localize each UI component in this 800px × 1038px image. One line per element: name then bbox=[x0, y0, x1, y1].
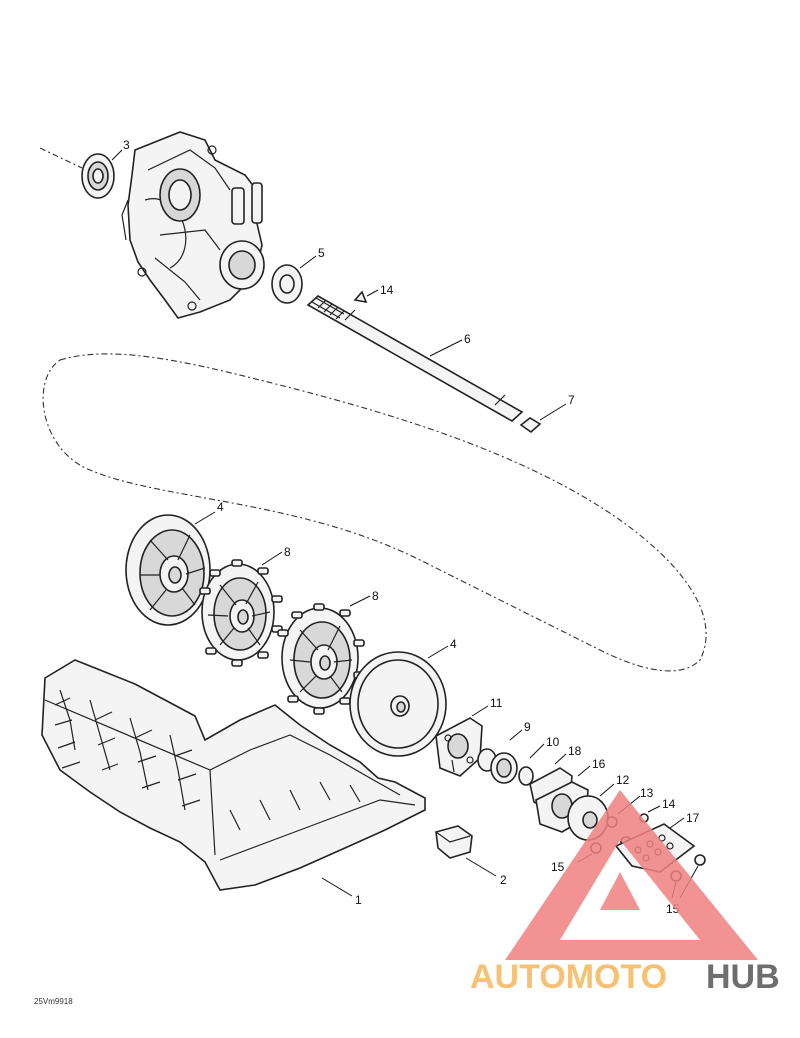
chaincase-housing bbox=[121, 131, 265, 319]
callout-9: 9 bbox=[524, 720, 531, 734]
watermark-text-hub: HUB bbox=[706, 958, 780, 996]
watermark-text-automoto: AUTOMOTO bbox=[470, 958, 667, 996]
drive-wheel-part-4-right bbox=[349, 651, 447, 757]
callout-11: 11 bbox=[490, 696, 503, 710]
callout-8-first: 8 bbox=[284, 545, 291, 559]
callout-15-left: 15 bbox=[551, 860, 565, 874]
drive-wheel-part-4-left bbox=[125, 514, 211, 626]
bearing-part-3 bbox=[39, 147, 115, 199]
key-part-14-top bbox=[353, 290, 368, 304]
ring-part-10 bbox=[518, 766, 534, 786]
bearing-part-9 bbox=[477, 748, 518, 784]
watermark-triangle-icon bbox=[505, 790, 758, 960]
sprocket-part-8-second bbox=[277, 603, 365, 715]
callout-2: 2 bbox=[500, 873, 507, 887]
callout-4-bottom: 4 bbox=[450, 637, 457, 651]
drive-axle-part-6 bbox=[306, 295, 524, 422]
callout-16: 16 bbox=[592, 757, 606, 771]
callout-8-second: 8 bbox=[372, 589, 379, 603]
track-path-outline bbox=[42, 353, 707, 672]
callout-12: 12 bbox=[616, 773, 630, 787]
callout-14-right: 14 bbox=[662, 797, 676, 811]
sprocket-part-8-first bbox=[199, 559, 283, 667]
callout-1: 1 bbox=[355, 893, 362, 907]
track-part-1 bbox=[41, 659, 426, 891]
callout-13: 13 bbox=[640, 786, 654, 800]
watermark-logo: AUTOMOTO HUB bbox=[470, 790, 780, 996]
reference-code: 25Vm9918 bbox=[34, 997, 73, 1006]
callout-4-top: 4 bbox=[217, 500, 224, 514]
clip-part-7 bbox=[519, 417, 542, 434]
bracket-part-2 bbox=[435, 825, 473, 859]
callout-10: 10 bbox=[546, 735, 560, 749]
callout-3: 3 bbox=[123, 138, 130, 152]
bearing-housing-part-11 bbox=[435, 717, 483, 777]
callout-17: 17 bbox=[686, 811, 700, 825]
callout-14-top: 14 bbox=[380, 283, 394, 297]
callout-18: 18 bbox=[568, 744, 582, 758]
seal-part-5 bbox=[271, 264, 303, 304]
callout-7: 7 bbox=[568, 393, 575, 407]
callout-6: 6 bbox=[464, 332, 471, 346]
callout-5: 5 bbox=[318, 246, 325, 260]
